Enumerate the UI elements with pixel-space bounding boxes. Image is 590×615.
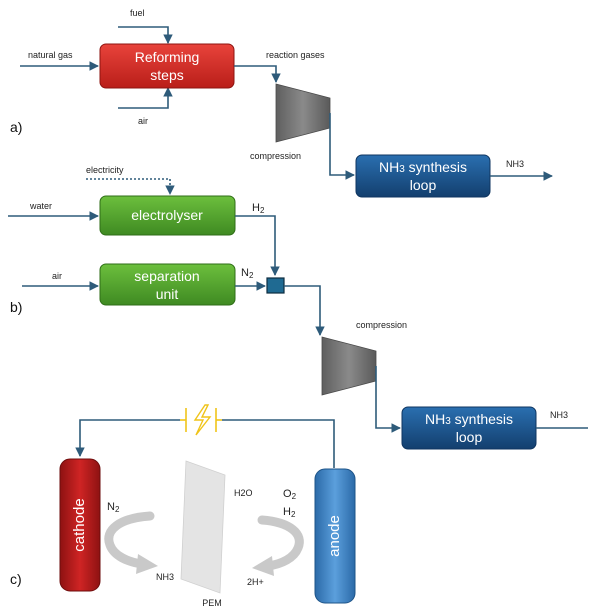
panel-a-label: a) bbox=[10, 119, 22, 135]
fuel-arrow bbox=[118, 26, 173, 44]
reaction-gases-label: reaction gases bbox=[266, 50, 325, 60]
n2-label-b: N2 bbox=[241, 267, 254, 280]
power-source-icon bbox=[180, 404, 222, 436]
compressor-b-to-synthesis-arrow bbox=[375, 366, 401, 433]
panel-c-label: c) bbox=[10, 571, 22, 587]
nh3-label-c: NH3 bbox=[156, 572, 174, 582]
cathode-electrode bbox=[59, 458, 101, 592]
separation-unit-box bbox=[99, 263, 236, 306]
air-arrow-a bbox=[118, 87, 173, 109]
electricity-label: electricity bbox=[86, 165, 124, 175]
compressor-a-to-synthesis-arrow bbox=[329, 113, 355, 180]
reforming-label-1: Reforming bbox=[135, 49, 200, 65]
mixer-to-compressor-arrow bbox=[284, 285, 325, 336]
o2-label-c: O2 bbox=[283, 488, 297, 501]
h2-label-c: H2 bbox=[283, 506, 296, 519]
synthesis-b-label-1: NH3 synthesis bbox=[425, 411, 513, 427]
cathode-label: cathode bbox=[71, 498, 88, 551]
h-plus-label-c: 2H+ bbox=[247, 577, 264, 587]
h2-arrow bbox=[235, 215, 280, 276]
mixer-icon bbox=[266, 277, 285, 294]
compressor-b-icon bbox=[321, 336, 377, 396]
panel-b-label: b) bbox=[10, 299, 22, 315]
anode-electrode bbox=[314, 468, 356, 604]
reforming-label-2: steps bbox=[150, 67, 183, 83]
reaction-gases-arrow bbox=[234, 65, 281, 83]
air-label-a: air bbox=[138, 116, 148, 126]
pem-label: PEM bbox=[202, 598, 222, 608]
h2-label-b: H2 bbox=[252, 202, 265, 215]
n2-label-c: N2 bbox=[107, 501, 120, 514]
air-label-b: air bbox=[52, 271, 62, 281]
electricity-arrow bbox=[86, 178, 175, 195]
pem-membrane bbox=[180, 460, 226, 594]
electrolyser-label: electrolyser bbox=[131, 207, 203, 223]
anode-label: anode bbox=[326, 515, 343, 557]
synthesis-b-label-2: loop bbox=[456, 429, 483, 445]
fuel-label: fuel bbox=[130, 8, 145, 18]
compression-label-b: compression bbox=[356, 320, 407, 330]
synthesis-a-label-2: loop bbox=[410, 177, 437, 193]
compressor-a-icon bbox=[275, 83, 331, 143]
separation-label-1: separation bbox=[134, 268, 199, 284]
anode-cycle-arrow-icon bbox=[252, 515, 304, 576]
separation-label-2: unit bbox=[156, 286, 179, 302]
natural-gas-label: natural gas bbox=[28, 50, 73, 60]
circuit-wire-left bbox=[75, 419, 180, 457]
compression-label-a: compression bbox=[250, 151, 301, 161]
h2o-label-c: H2O bbox=[234, 488, 253, 498]
nh3-output-label-b: NH3 bbox=[550, 410, 568, 420]
water-label: water bbox=[29, 201, 52, 211]
circuit-wire-right bbox=[222, 419, 335, 468]
synthesis-a-label-1: NH3 synthesis bbox=[379, 159, 467, 175]
nh3-output-label-a: NH3 bbox=[506, 159, 524, 169]
cathode-cycle-arrow-icon bbox=[104, 511, 158, 574]
